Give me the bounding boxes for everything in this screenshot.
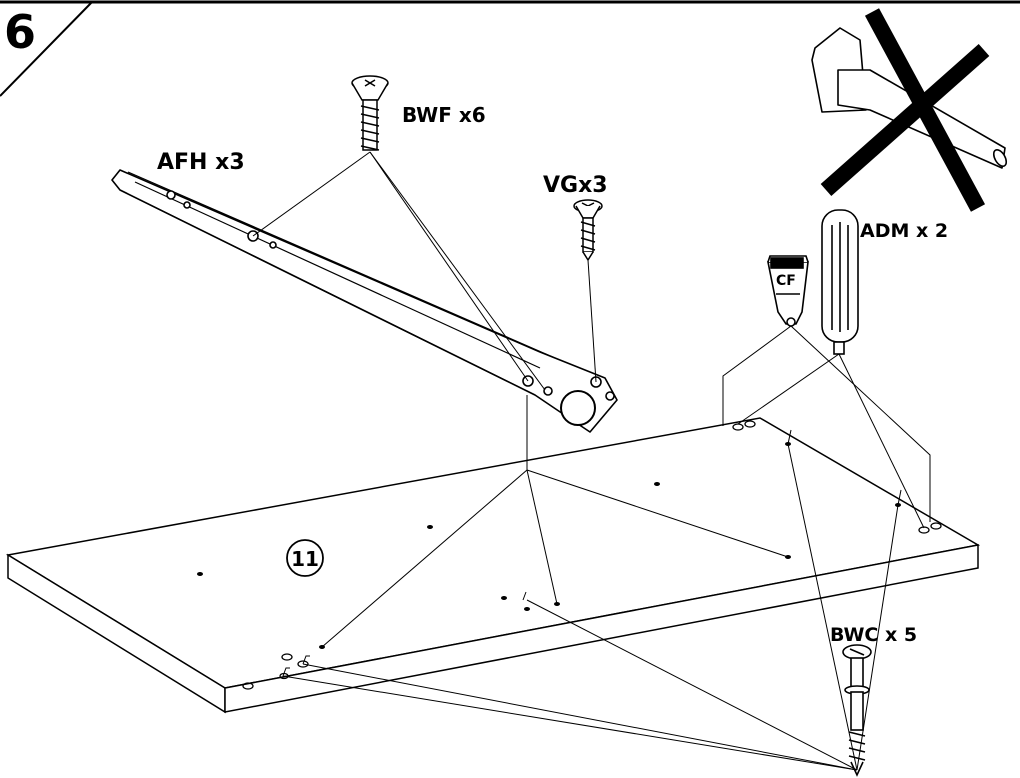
panel-number: 11 xyxy=(291,547,319,571)
bwf-label: BWF x6 xyxy=(402,103,486,127)
step-header: 6 xyxy=(0,0,1020,97)
vg-screw-icon xyxy=(573,199,603,262)
panel-number-badge xyxy=(286,539,324,577)
afh-runner xyxy=(111,169,618,433)
no-hammer-icon xyxy=(811,8,1008,212)
step-number: 6 xyxy=(4,5,36,59)
cf-label: CF xyxy=(776,273,796,289)
adm-screwdriver-icon xyxy=(821,209,859,355)
adm-label: ADM x 2 xyxy=(860,220,948,242)
leader-lines xyxy=(252,151,931,771)
afh-label: AFH x3 xyxy=(157,150,245,175)
bwf-screw-icon xyxy=(351,75,389,151)
vg-label: VGx3 xyxy=(543,173,608,198)
bwc-label: BWC x 5 xyxy=(830,624,917,646)
bwc-cam-screw-icon xyxy=(842,644,872,777)
cf-glue-tube-icon xyxy=(767,255,809,327)
panel-board: 11 xyxy=(5,417,981,714)
